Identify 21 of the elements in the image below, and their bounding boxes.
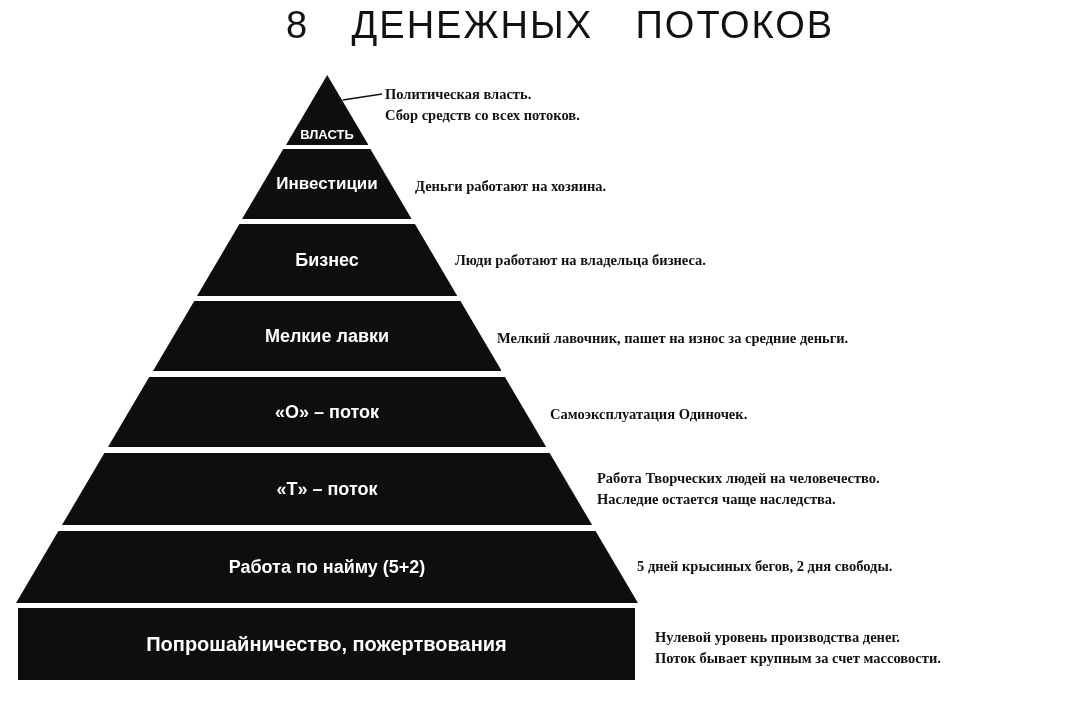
leader-line (342, 93, 383, 101)
level-label: Работа по найму (5+2) (228, 556, 426, 578)
description-text: Деньги работают на хозяина. (415, 177, 607, 196)
description-text: Люди работают на владельца бизнеса. (455, 251, 706, 270)
description-text: Самоэксплуатация Одиночек. (550, 405, 748, 424)
description-text: Нулевой уровень производства денег. (655, 628, 901, 647)
level-label: Мелкие лавки (264, 325, 390, 347)
description-text: 5 дней крысиных бегов, 2 дня свободы. (637, 557, 893, 576)
level-label: Бизнес (295, 249, 359, 271)
level-label: Попрошайничество, пожертвования (146, 632, 507, 656)
description-text: Сбор средств со всех потоков. (385, 106, 580, 125)
description-text: Работа Творческих людей на человечество. (597, 469, 880, 488)
level-label: «Т» – поток (276, 478, 378, 500)
level-label: «О» – поток (274, 401, 379, 423)
description-text: Наследие остается чаще наследства. (597, 490, 837, 509)
description-text: Политическая власть. (385, 85, 533, 104)
description-text: Мелкий лавочник, пашет на износ за средние деньги. (497, 329, 849, 348)
level-label: Инвестиции (276, 174, 378, 194)
title: 8 ДЕНЕЖНЫХ ПОТОКОВ (284, 4, 836, 47)
level-label: ВЛАСТЬ (300, 127, 354, 142)
description-text: Поток бывает крупным за счет массовости. (655, 649, 941, 668)
